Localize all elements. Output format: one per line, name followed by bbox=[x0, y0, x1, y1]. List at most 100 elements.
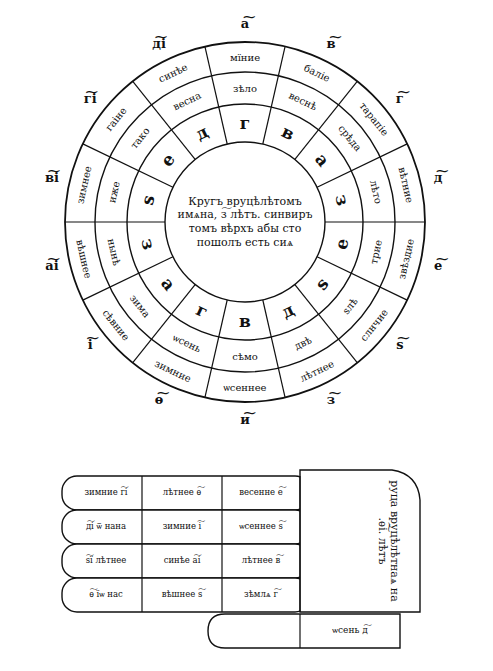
label-text: г bbox=[193, 300, 211, 323]
label-text: з bbox=[138, 236, 160, 251]
finger-cell-text: лѣтнее в͠ bbox=[225, 556, 297, 565]
finger-cell-text: ѳ͠ їѡ нас bbox=[70, 590, 142, 599]
outer-ring-word: вѣтние bbox=[396, 166, 415, 204]
sector-line bbox=[295, 81, 357, 159]
inner-ring-letter: ѕ bbox=[138, 193, 158, 206]
finger-outline bbox=[62, 544, 310, 578]
finger-cell-text: ѡсеннее ѕ͠ bbox=[225, 522, 297, 531]
inner-ring-letter: г bbox=[240, 114, 250, 133]
label-text: г͠і bbox=[84, 90, 97, 105]
sector-line bbox=[133, 285, 195, 363]
label-text: зимние г͠і bbox=[84, 487, 127, 497]
centre-inscription: Кругъ вруцѣлѣтомъ имѧна, з͠ лѣтъ. синвир… bbox=[175, 195, 315, 250]
label-text: ѕ bbox=[137, 193, 159, 207]
label-text: ѕ bbox=[311, 274, 333, 294]
outer-ring-word: звѣздие bbox=[396, 237, 416, 280]
label-text: а͠ bbox=[241, 16, 249, 31]
outer-ring-word: слнчие bbox=[358, 307, 390, 343]
year-number: з͠ bbox=[327, 393, 335, 407]
label-text: трие bbox=[368, 239, 384, 265]
year-number: в͠ bbox=[326, 36, 335, 50]
outer-ring-word: гаіне bbox=[103, 105, 128, 133]
year-number: ѳ͠ bbox=[155, 393, 163, 407]
finger-cell-text: вѣшнее ѕ͠ bbox=[146, 590, 218, 599]
year-number: в͠і bbox=[45, 171, 59, 185]
label-text: весна bbox=[171, 90, 203, 113]
label-text: а͠і bbox=[45, 258, 58, 273]
year-number: і͠ bbox=[88, 338, 93, 352]
inner-ring-letter: в bbox=[239, 312, 251, 331]
label-text: ѕ͠ї лѣтнее bbox=[86, 555, 127, 565]
middle-ring-word: трие bbox=[368, 239, 384, 265]
sector-line bbox=[133, 81, 195, 159]
label-text: з bbox=[331, 192, 353, 207]
middle-ring-word: тако bbox=[129, 126, 152, 151]
label-text: в bbox=[239, 311, 251, 331]
label-text: а bbox=[311, 150, 334, 171]
label-text: ѕ͠ bbox=[396, 337, 403, 352]
finger-cell-text: лѣтнее ѳ͠ bbox=[146, 488, 218, 497]
thumb-cell-text: ѡсень д͠ bbox=[305, 626, 395, 636]
finger-outline bbox=[62, 476, 310, 510]
label-text: ѳ͠ їѡ нас bbox=[89, 589, 123, 599]
year-number: а͠і bbox=[45, 259, 58, 273]
inner-ring-letter: е bbox=[157, 150, 178, 170]
label-text: г͠ bbox=[396, 90, 404, 105]
label-text: лѣто bbox=[368, 179, 384, 205]
finger-cell-text: зѣмлѧ г͠ bbox=[225, 590, 297, 599]
middle-ring-word: лѣто bbox=[368, 179, 384, 205]
label-text: слнчие bbox=[358, 307, 390, 343]
sector-line bbox=[263, 47, 285, 144]
finger-cell-text: зимние г͠і bbox=[70, 488, 142, 497]
finger-cell-text: ѕ͠ї лѣтнее bbox=[70, 556, 142, 565]
label-text: ѳ͠ bbox=[155, 392, 163, 407]
label-text: ѕлѣ bbox=[340, 295, 360, 316]
sector-line bbox=[317, 257, 407, 300]
finger-joint bbox=[221, 476, 222, 612]
finger-cell-text: синѣе а͠і bbox=[146, 556, 218, 565]
label-text: гаіне bbox=[103, 105, 128, 133]
label-text: в͠і bbox=[45, 170, 59, 185]
label-text: в bbox=[278, 121, 297, 144]
ring-circle bbox=[65, 42, 425, 402]
inner-ring-letter: з bbox=[331, 193, 352, 208]
finger-cell-text: зимние і͠ bbox=[146, 522, 218, 531]
label-text: сѣмо bbox=[232, 351, 257, 362]
label-text: д bbox=[278, 299, 297, 322]
label-text: веснѣ bbox=[287, 90, 319, 113]
inner-ring-letter: а bbox=[157, 274, 178, 294]
sector-line bbox=[65, 221, 165, 222]
ring-circle bbox=[165, 142, 325, 302]
label-text: вѣшнее bbox=[74, 238, 94, 279]
outer-ring-word: синѣе bbox=[157, 62, 190, 85]
label-text: весенне е͠ bbox=[239, 487, 283, 497]
sector-line bbox=[325, 221, 425, 222]
year-number: д͠і bbox=[152, 36, 166, 50]
middle-ring-word: иже bbox=[107, 180, 123, 204]
finger-cell-text: д͠і ѿ нана bbox=[70, 522, 142, 531]
label-text: ѡсеннее ѕ͠ bbox=[239, 521, 283, 531]
middle-ring-word: зѣло bbox=[233, 83, 257, 94]
middle-ring-word: ѕлѣ bbox=[340, 295, 360, 316]
label-text: зѣло bbox=[233, 83, 257, 94]
centre-disc: Кругъ вруцѣлѣтомъ имѧна, з͠ лѣтъ. синвир… bbox=[175, 195, 315, 250]
label-text: д͠і bbox=[152, 35, 166, 50]
label-text: зимнее bbox=[74, 165, 93, 205]
year-number: а͠ bbox=[241, 17, 249, 31]
label-text: ѡсень д͠ bbox=[332, 625, 367, 635]
inner-ring-letter: д bbox=[193, 122, 211, 144]
label-text: зѣмлѧ г͠ bbox=[244, 589, 278, 599]
inner-ring-letter: в bbox=[279, 122, 298, 144]
sector-line bbox=[83, 144, 173, 187]
label-text: синѣе bbox=[157, 62, 190, 85]
year-number: и͠ bbox=[240, 413, 250, 427]
label-text: д͠ bbox=[434, 170, 443, 185]
thumb-outline bbox=[208, 614, 400, 648]
label-text: лѣтнее ѳ͠ bbox=[163, 487, 201, 497]
label-text: тарапіе bbox=[357, 100, 390, 138]
sector-line bbox=[317, 144, 407, 187]
sector-line bbox=[83, 257, 173, 300]
middle-ring-word: ѡсень bbox=[171, 331, 203, 354]
inner-ring-letter: е bbox=[331, 237, 352, 252]
